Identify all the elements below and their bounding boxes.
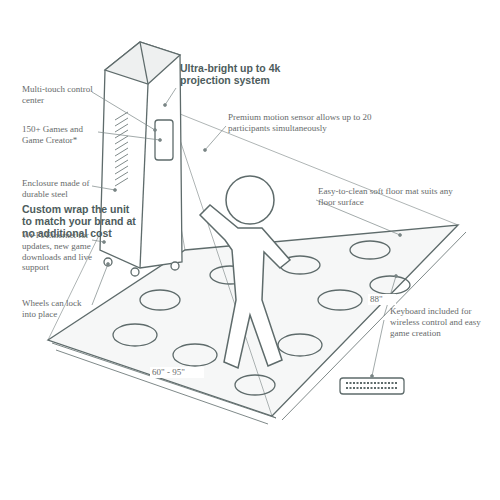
callout-label: Premium motion sensor allows up to 20 pa… [228, 112, 378, 134]
dimension-label: 60" - 95" [150, 367, 204, 378]
vents [115, 112, 128, 186]
person-figure [200, 176, 290, 368]
callout-label: 150+ Games and Game Creator* [22, 124, 98, 146]
callout-label: Easy-to-clean soft floor mat suits any f… [318, 186, 458, 208]
callout-label: Keyboard included for wireless control a… [390, 306, 490, 338]
callout-label: Enclosure made of durable steel [22, 178, 92, 200]
callout-label: Multi-touch control center [22, 84, 94, 106]
dimension-label: 88" [368, 294, 396, 305]
callout-label: Wi-Fi/Ethernet for updates, new game dow… [22, 230, 94, 273]
callout-label: Wheels can lock into place [22, 298, 92, 320]
keyboard-icon [340, 378, 404, 394]
leader-lines [92, 88, 402, 378]
callout-heading: Ultra-bright up to 4k projection system [180, 62, 330, 86]
cabinet [100, 42, 182, 276]
